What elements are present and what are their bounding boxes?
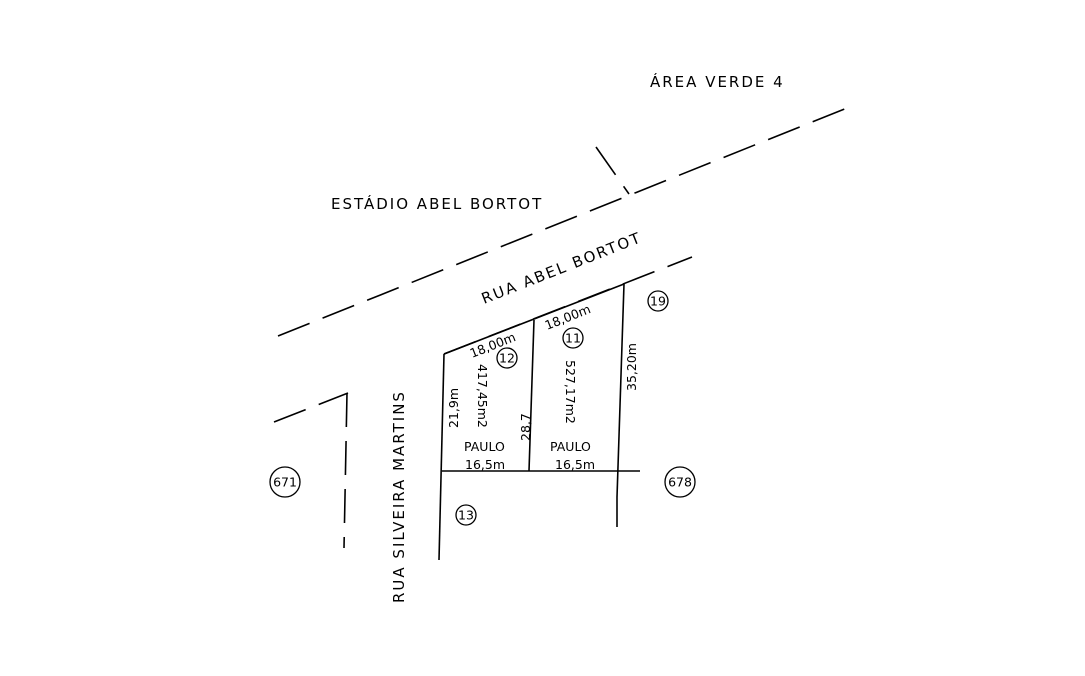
area-verde-divider — [595, 146, 630, 195]
block-678-marker — [664, 466, 696, 498]
lot-11-number-marker — [562, 327, 584, 349]
lot-13-marker — [455, 504, 477, 526]
block-678-number: 678 — [668, 475, 692, 490]
lot-12-back-dimension: 16,5m — [465, 457, 505, 472]
lot-12-number: 12 — [499, 351, 515, 366]
lot-11-right-boundary — [616, 283, 625, 498]
lot-11-back-dimension: 16,5m — [555, 457, 595, 472]
rua-silveira-martins-label: RUA SILVEIRA MARTINS — [390, 390, 408, 603]
lot-11-side-dimension: 35,20m — [624, 343, 639, 391]
lot-11-owner: PAULO — [550, 439, 591, 454]
block-671-right-edge — [343, 392, 348, 549]
lot-19-number: 19 — [650, 294, 666, 309]
rua-abel-bortot-label: RUA ABEL BORTOT — [479, 228, 645, 307]
estadio-label: ESTÁDIO ABEL BORTOT — [331, 194, 543, 213]
block-671-top-edge — [273, 392, 349, 423]
rua-abel-bortot-lower-edge — [443, 256, 693, 355]
block-671-marker — [269, 466, 301, 498]
area-verde-label: ÁREA VERDE 4 — [650, 72, 785, 91]
block-671-number: 671 — [273, 475, 297, 490]
lot-11-shared-side-dimension: 28,7 — [518, 413, 533, 441]
lot-12-number-marker — [496, 347, 518, 369]
lot-12-owner: PAULO — [464, 439, 505, 454]
lot-13-number: 13 — [458, 508, 474, 523]
lot-12-area: 417,45m2 — [475, 364, 490, 428]
lot-19-marker — [647, 290, 669, 312]
lot-11-number: 11 — [565, 331, 581, 346]
lot-12-left-boundary — [438, 353, 445, 561]
lot-12-side-dimension: 21,9m — [446, 388, 461, 428]
lot-11-12-shared-boundary — [528, 319, 535, 472]
lot-11-area: 527,17m2 — [563, 360, 578, 424]
rua-abel-bortot-upper-edge — [277, 105, 853, 337]
lots-front-boundary — [443, 283, 625, 355]
